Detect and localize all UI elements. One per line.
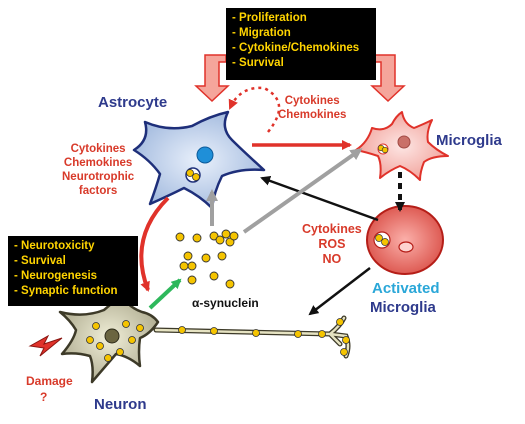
effect-item: - Migration [232,27,291,39]
neuron-cell [58,292,351,384]
astrocyte-effects-box: - Proliferation - Migration - Cytokine/C… [226,8,376,80]
proliferation-arrow-right [370,54,406,103]
arrow-neuron-to-synuclein [148,278,182,310]
effect-item: - Proliferation [232,12,307,24]
effect-item: - Survival [232,57,284,69]
annotation-line: factors [78,185,118,197]
annotation-line: ROS [318,237,346,251]
neuron-label: Neuron [94,396,147,413]
effect-item: - Neurotoxicity [14,240,95,252]
activated-outputs: Cytokines ROS NO [302,222,362,267]
alpha-synuclein-aggregates [175,229,239,289]
damage-label: Damage [26,374,73,388]
annotation-line: Chemokines [278,109,347,121]
alpha-synuclein-label: α-synuclein [192,296,259,310]
effect-item: - Synaptic function [14,285,118,297]
effect-item: - Survival [14,255,66,267]
annotation-line: Chemokines [63,157,133,169]
arrow-astrocyte-to-neuron [139,196,170,292]
astro-microglia-cytokines: Cytokines Chemokines [278,94,346,122]
annotation-line: NO [322,252,342,266]
annotation-line: Cytokines [302,222,362,236]
effect-item: - Neurogenesis [14,270,98,282]
astro-neuron-cytokines: Cytokines Chemokines Neurotrophic factor… [62,142,134,198]
damage-question-mark: ? [40,390,48,404]
arrow-activated-to-astrocyte [260,176,379,222]
neuron-effects-box: - Neurotoxicity - Survival - Neurogenesi… [8,236,138,306]
astrocyte-label: Astrocyte [98,94,168,111]
microglia-cell [355,111,449,181]
effect-item: - Cytokine/Chemokines [232,42,360,54]
activated-label: Activated [372,280,440,297]
arrow-astrocyte-self-dotted [228,86,281,133]
damage-bolt-icon [28,334,63,357]
microglia-label: Microglia [436,132,502,149]
arrow-activated-to-neuron [308,267,371,316]
arrow-synuclein-to-microglia [242,148,363,234]
annotation-line: Neurotrophic [62,171,135,183]
annotation-line: Cytokines [70,143,126,155]
activated-microglia-label: Microglia [370,299,436,316]
astrocyte-cell [132,110,266,210]
annotation-line: Cytokines [284,95,340,107]
proliferation-arrow-left [194,54,230,103]
activated-microglia-cell [366,205,444,275]
